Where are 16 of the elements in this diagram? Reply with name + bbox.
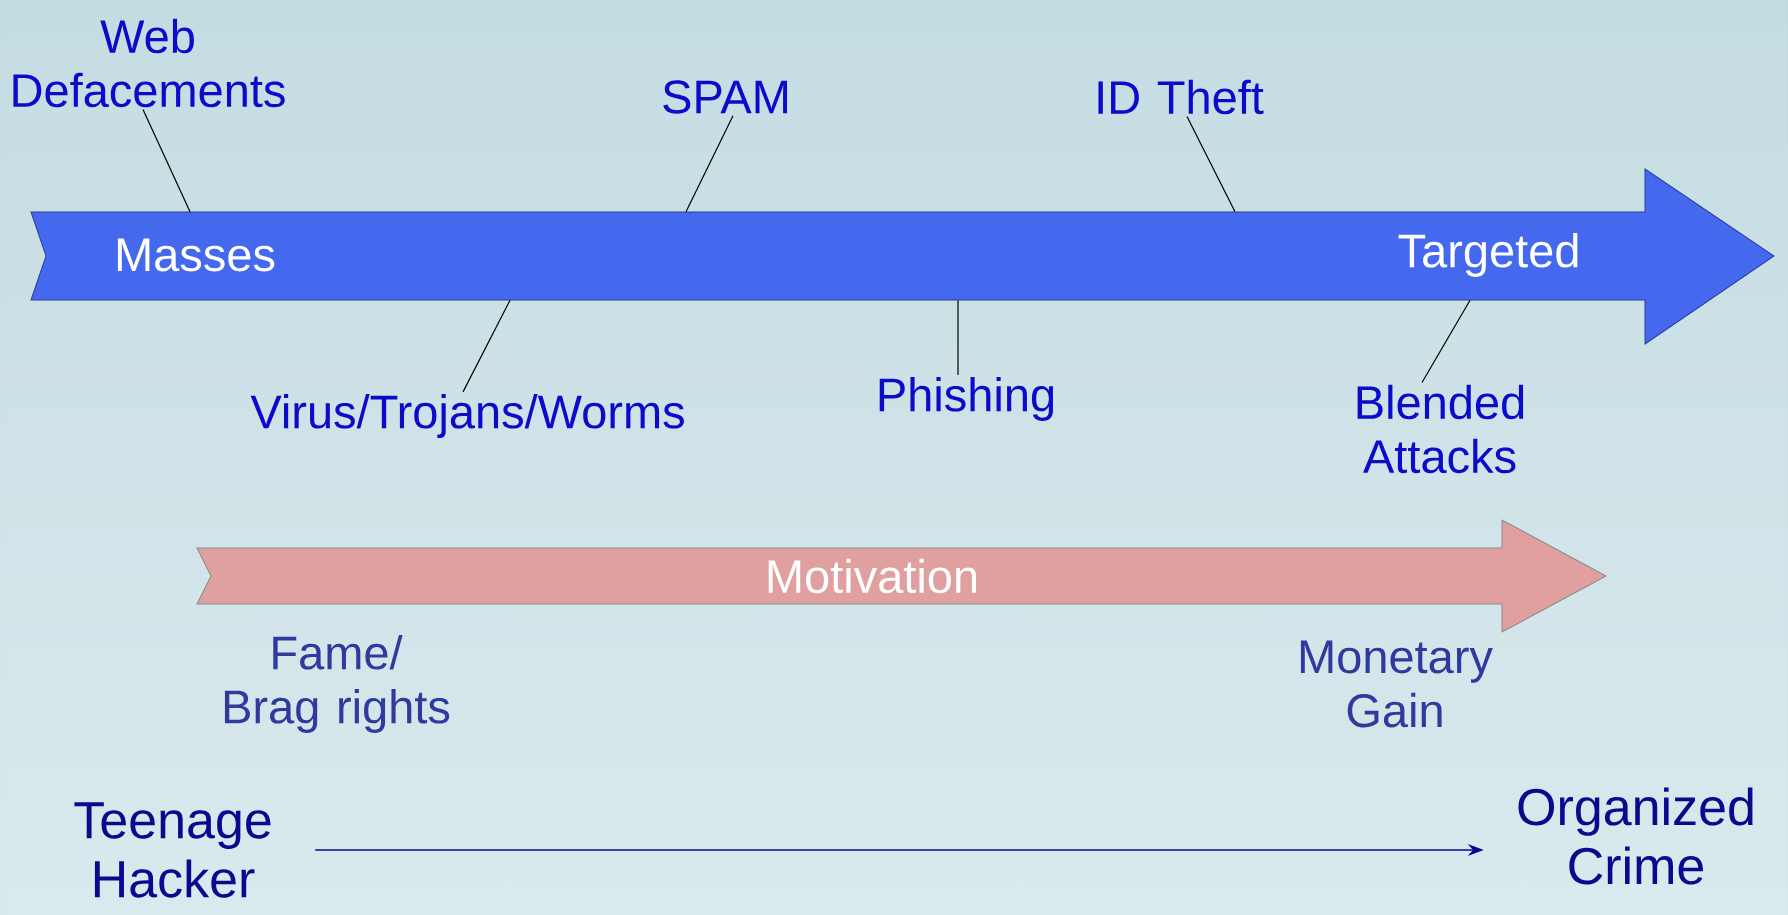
arrow-band: Masses Targeted (30, 168, 1775, 345)
callout-label: Teenage Hacker (74, 802, 271, 898)
leader-line (685, 115, 734, 213)
callout-label: SPAM (663, 80, 788, 114)
leader-line (142, 108, 191, 213)
callout-label: Blended Attacks (1357, 384, 1524, 474)
callout-label: Phishing (879, 377, 1054, 421)
callout-label: Virus/Trojans/Worms (250, 394, 684, 438)
callout-label: ID Theft (1098, 79, 1264, 115)
callout-label: Web Defacements (13, 18, 285, 108)
leader-line (1421, 299, 1471, 384)
leader-line (462, 299, 511, 393)
leader-line (957, 299, 959, 376)
arrow-band: Motivation (196, 519, 1607, 633)
leader-line (1186, 115, 1236, 213)
callout-label: Organized Crime (1518, 787, 1753, 885)
